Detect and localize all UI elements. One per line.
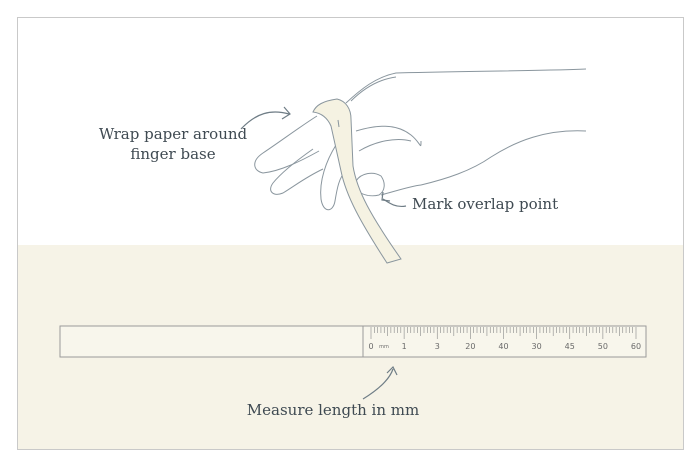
wrap-label-line1: Wrap paper around (98, 125, 248, 143)
ruler-tick-label: 30 (532, 342, 542, 351)
ruler-tick-label: 0 (368, 342, 373, 351)
illustration-frame: 0 1 3 20 40 30 45 50 60 mm Wrap paper around fing… (17, 17, 684, 450)
ruler-tick-label: 3 (435, 342, 440, 351)
wrap-label-line2: finger base (130, 145, 216, 163)
mark-instruction-label: Mark overlap point (412, 195, 559, 213)
illustration: 0 1 3 20 40 30 45 50 60 mm (59, 68, 647, 400)
ruler-tick-label: 45 (565, 342, 575, 351)
ruler: 0 1 3 20 40 30 45 50 60 mm (59, 325, 647, 358)
measure-instruction-label: Measure length in mm (246, 401, 420, 419)
paper-strip (312, 98, 402, 264)
ruler-tick-label: 1 (402, 342, 407, 351)
ruler-tick-label: 60 (631, 342, 641, 351)
ruler-tick-label: 40 (498, 342, 508, 351)
ruler-tick-label: 50 (598, 342, 608, 351)
arrow-icon (240, 106, 407, 400)
ruler-tick-label: 20 (465, 342, 475, 351)
wrap-instruction-label: Wrap paper around finger base (88, 124, 258, 164)
ruler-unit-label: mm (379, 344, 389, 350)
hand-icon (254, 68, 587, 211)
